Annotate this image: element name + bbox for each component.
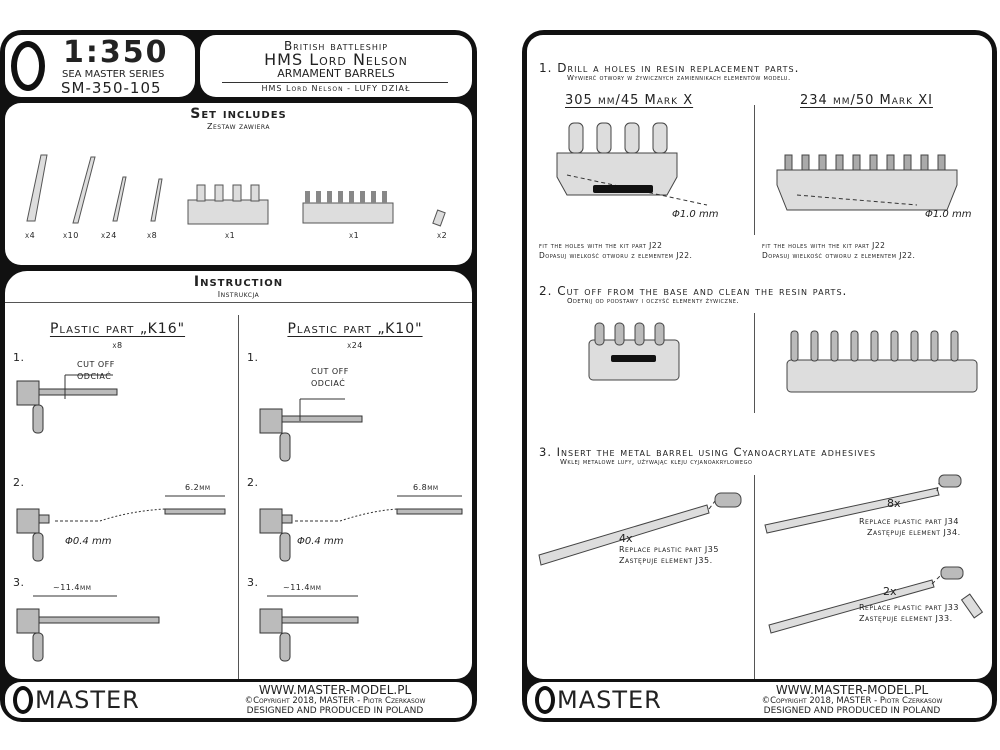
fit-note-pl: Dopasuj wielkość otworu z elementem J22.: [762, 251, 916, 260]
set-parts-illustration: [26, 154, 446, 227]
fit-note: fit the holes with the kit part J22: [539, 241, 663, 250]
count-label: x4: [25, 231, 36, 240]
made-in: DESIGNED AND PRODUCED IN POLAND: [246, 706, 424, 716]
drill-label: Φ1.0 mm: [672, 209, 719, 220]
k16-title: Plastic part „K16": [49, 321, 186, 337]
step-number: 1.: [13, 351, 25, 364]
website-link[interactable]: WWW.MASTER-MODEL.PL: [775, 683, 929, 697]
footer-panel: MASTER WWW.MASTER-MODEL.PL ©Copyright 20…: [527, 682, 992, 718]
instruction-panel: Instruction Instrukcja Plastic part „K16…: [5, 271, 472, 679]
count-label: x8: [147, 231, 158, 240]
drill-label: Φ0.4 mm: [297, 536, 344, 547]
length-label: 6.8mm: [413, 483, 439, 492]
footer-panel: MASTER WWW.MASTER-MODEL.PL ©Copyright 20…: [5, 682, 472, 718]
scale: 1:350: [63, 35, 169, 70]
brand-logo: MASTER: [35, 686, 140, 714]
step2-subtitle: Odetnij od podstawy i oczyść elementy ży…: [567, 297, 740, 305]
step-number: 2.: [13, 476, 25, 489]
brand-logo: MASTER: [557, 686, 662, 714]
step3-subtitle: Wklej metalowe lufy, używając kleju cyja…: [560, 458, 753, 466]
count-label: 8x: [887, 497, 901, 510]
length-label: 6.2mm: [185, 483, 211, 492]
master-logo-icon: [11, 41, 45, 91]
step3-title: 3. Insert the metal barrel using Cyanoac…: [539, 445, 877, 459]
logo-stamp: [593, 185, 656, 362]
k10-count: x24: [347, 341, 363, 350]
gun-b-title: 234 mm/50 Mark XI: [800, 93, 933, 108]
replace-note-pl: Zastępuje element J34.: [867, 528, 961, 537]
right-sheet: 1. Drill a holes in resin replacement pa…: [522, 30, 997, 722]
left-sheet: 1:350 SEA MASTER SERIES SM-350-105 Briti…: [0, 30, 477, 722]
instruction-title: Instruction: [193, 274, 284, 290]
fit-note: fit the holes with the kit part J22: [762, 241, 886, 250]
divider: [754, 475, 755, 679]
cut-off-label-pl: ODCIAĆ: [311, 379, 346, 388]
divider: [754, 105, 755, 235]
count-label: x10: [63, 231, 79, 240]
title-line2: HMS Lord Nelson: [264, 50, 408, 69]
product-code: SM-350-105: [61, 79, 162, 97]
logo-panel: 1:350 SEA MASTER SERIES SM-350-105: [5, 35, 195, 97]
title-panel: British battleship HMS Lord Nelson ARMAM…: [200, 35, 472, 97]
count-label: 2x: [883, 585, 897, 598]
divider: [754, 313, 755, 413]
copyright: ©Copyright 2018, MASTER - Piotr Czerkaso…: [244, 696, 426, 706]
count-label: x1: [349, 231, 360, 240]
series: SEA MASTER SERIES: [62, 69, 165, 80]
replace-note: Replace plastic part J34: [859, 517, 959, 526]
cut-off-label-pl: ODCIAĆ: [77, 372, 112, 381]
fit-note-pl: Dopasuj wielkość otworu z elementem J22.: [539, 251, 693, 260]
step1-title: 1. Drill a holes in resin replacement pa…: [539, 61, 800, 75]
set-subtitle: Zestaw zawiera: [207, 122, 270, 131]
steps-panel: 1. Drill a holes in resin replacement pa…: [527, 35, 992, 679]
gun-a-title: 305 mm/45 Mark X: [565, 93, 694, 108]
title-pl: HMS Lord Nelson - LUFY DZIAŁ: [261, 84, 411, 93]
website-link[interactable]: WWW.MASTER-MODEL.PL: [258, 683, 412, 697]
divider: [222, 82, 448, 83]
title-line1: British battleship: [283, 39, 389, 53]
count-label: x24: [101, 231, 117, 240]
length-label: ~11.4mm: [283, 583, 322, 592]
master-logo-icon: [535, 686, 555, 714]
master-logo-icon: [13, 686, 33, 714]
count-label: x1: [225, 231, 236, 240]
copyright: ©Copyright 2018, MASTER - Piotr Czerkaso…: [761, 696, 943, 706]
drill-label: Φ0.4 mm: [65, 536, 112, 547]
replace-note: Replace plastic part J35: [619, 545, 719, 554]
instruction-subtitle: Instrukcja: [217, 290, 260, 299]
made-in: DESIGNED AND PRODUCED IN POLAND: [763, 706, 941, 716]
replace-note-pl: Zastępuje element J35.: [619, 556, 713, 565]
set-title: Set includes: [190, 106, 287, 122]
length-label: ~11.4mm: [53, 583, 92, 592]
step2-title: 2. Cut off from the base and clean the r…: [539, 284, 848, 298]
set-includes-panel: Set includes Zestaw zawiera x4 x10 x24 x…: [5, 103, 472, 265]
divider: [238, 315, 239, 679]
cut-off-label: CUT OFF: [77, 360, 115, 369]
divider: [5, 302, 472, 303]
step-number: 3.: [13, 576, 25, 589]
replace-note: Replace plastic part J33: [859, 603, 959, 612]
replace-note-pl: Zastępuje element J33.: [859, 614, 953, 623]
count-label: x2: [437, 231, 448, 240]
cut-off-label: CUT OFF: [311, 367, 349, 376]
step-number: 1.: [247, 351, 259, 364]
k16-count: x8: [112, 341, 123, 350]
drill-label: Φ1.0 mm: [925, 209, 972, 220]
gun-mount-illustrations: [16, 374, 463, 662]
count-label: 4x: [619, 532, 633, 545]
title-line3: ARMAMENT BARRELS: [277, 67, 395, 80]
resin-parts-illustrations: [538, 122, 984, 634]
step-number: 3.: [247, 576, 259, 589]
step-number: 2.: [247, 476, 259, 489]
step1-subtitle: Wywierć otwory w żywicznych zamiennikach…: [567, 74, 791, 82]
k10-title: Plastic part „K10": [287, 321, 423, 337]
